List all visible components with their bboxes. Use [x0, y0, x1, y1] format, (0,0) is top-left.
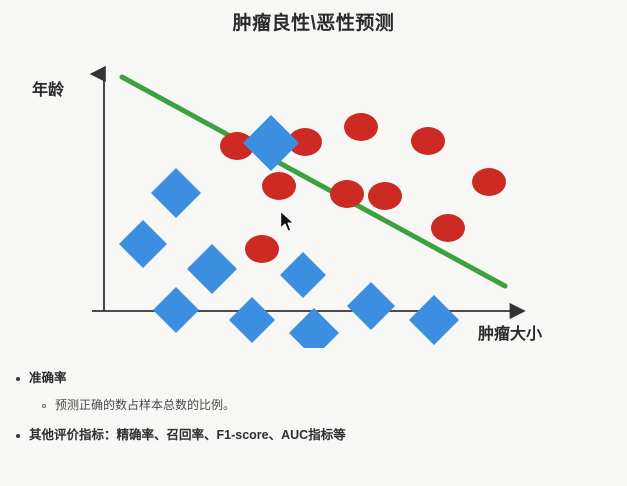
bullet-item: 准确率 — [0, 370, 627, 387]
scatter-chart: 年龄 肿瘤大小 — [0, 48, 627, 348]
x-axis-label: 肿瘤大小 — [478, 326, 543, 343]
data-point-malignant — [245, 235, 279, 263]
data-point-benign — [347, 282, 395, 330]
data-point-malignant — [411, 127, 445, 155]
data-point-malignant — [330, 180, 364, 208]
bullet-dot-icon — [16, 377, 20, 381]
data-point-malignant — [344, 113, 378, 141]
bullet-text: 其他评价指标：精确率、召回率、F1-score、AUC指标等 — [29, 428, 346, 443]
data-markers — [119, 113, 506, 348]
data-point-malignant — [368, 182, 402, 210]
data-point-benign — [243, 115, 299, 171]
bullet-item: 预测正确的数占样本总数的比例。 — [0, 397, 627, 413]
data-point-malignant — [220, 132, 254, 160]
data-point-benign — [280, 252, 326, 298]
bullet-text: 预测正确的数占样本总数的比例。 — [55, 397, 236, 412]
bullet-item: 其他评价指标：精确率、召回率、F1-score、AUC指标等 — [0, 427, 627, 444]
data-point-benign — [229, 297, 275, 343]
data-point-malignant — [288, 128, 322, 156]
bullet-list: 准确率预测正确的数占样本总数的比例。其他评价指标：精确率、召回率、F1-scor… — [0, 370, 627, 454]
data-point-malignant — [431, 214, 465, 242]
page-title: 肿瘤良性\恶性预测 — [232, 13, 395, 34]
data-point-benign — [151, 168, 201, 218]
chart-svg — [89, 65, 526, 348]
data-point-malignant — [472, 168, 506, 196]
data-point-benign — [289, 308, 339, 348]
decision-boundary-line — [119, 74, 508, 289]
data-point-benign — [153, 287, 199, 333]
data-point-malignant — [262, 172, 296, 200]
bullet-text: 准确率 — [29, 371, 67, 385]
data-point-benign — [119, 220, 167, 268]
data-point-benign — [187, 244, 237, 294]
y-axis-label: 年龄 — [32, 82, 65, 99]
bullet-circle-icon — [42, 403, 46, 408]
data-point-benign — [409, 295, 459, 345]
decision-boundary — [119, 74, 508, 289]
bullet-dot-icon — [16, 434, 20, 439]
